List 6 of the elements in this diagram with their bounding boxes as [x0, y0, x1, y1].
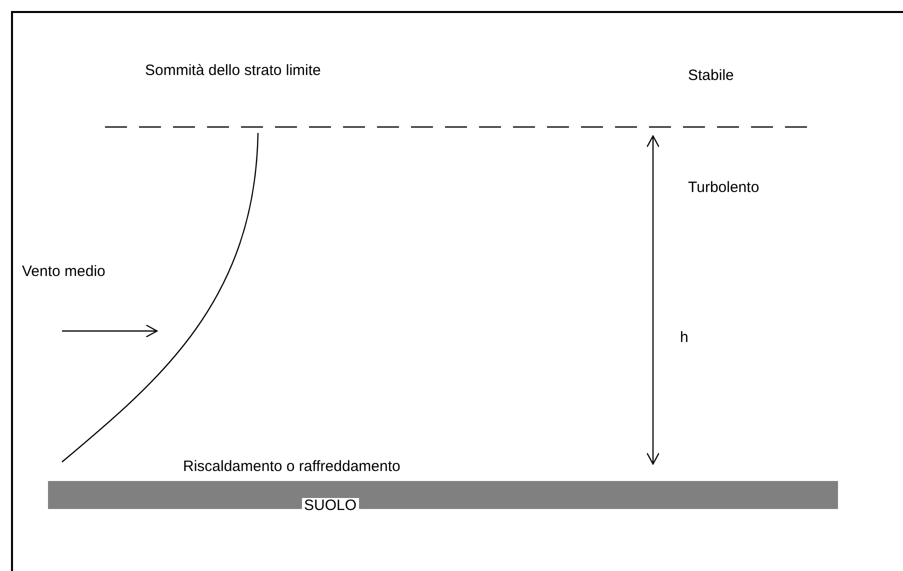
heating-label: Riscaldamento o raffreddamento — [183, 458, 400, 476]
turbulent-label: Turbolento — [688, 179, 760, 197]
height-label: h — [680, 329, 688, 347]
stable-label: Stabile — [688, 67, 734, 85]
boundary-top-label: Sommità dello strato limite — [145, 62, 321, 80]
wind-label: Vento medio — [22, 263, 106, 281]
